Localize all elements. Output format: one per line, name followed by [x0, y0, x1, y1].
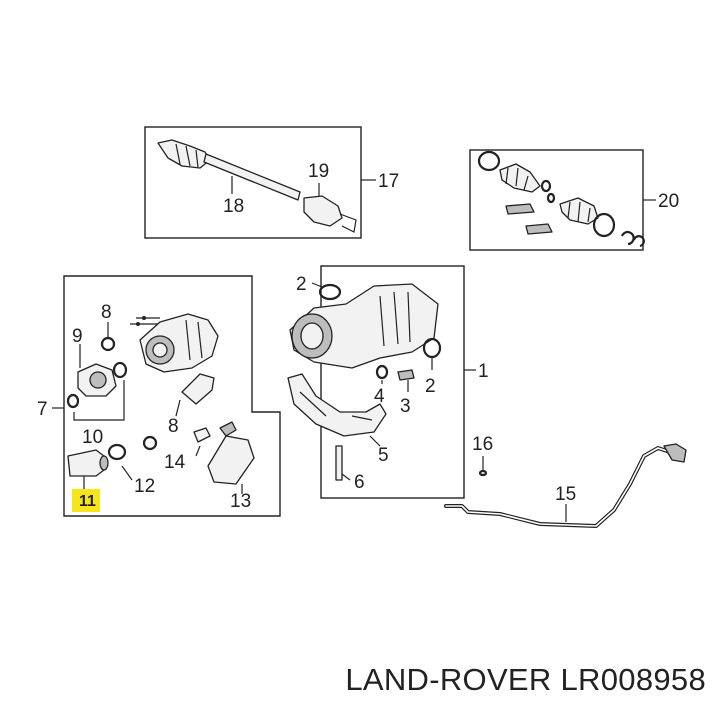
callout-11: 11 — [79, 493, 96, 510]
callout-14: 14 — [164, 452, 186, 473]
boot-kit-group: 20 — [469, 149, 679, 251]
gasket — [181, 373, 215, 405]
callout-17: 17 — [378, 171, 399, 192]
callout-1: 1 — [478, 361, 489, 382]
breather-group: 16 15 — [444, 434, 687, 528]
callout-9: 9 — [72, 326, 83, 347]
callout-11-highlight — [72, 489, 100, 512]
callout-8-top: 8 — [101, 302, 112, 323]
mounting-bracket — [287, 373, 387, 437]
callout-10: 10 — [82, 427, 103, 448]
shaft-bar — [203, 153, 301, 201]
callout-19: 19 — [308, 161, 329, 182]
coupling-assembly-frame — [63, 275, 281, 517]
callout-8-bottom: 8 — [168, 416, 179, 437]
callout-2-top: 2 — [296, 274, 307, 295]
coupling-assembly-group: 7 8 9 10 8 11 — [37, 275, 281, 517]
callout-20: 20 — [658, 191, 679, 212]
plug — [397, 369, 415, 381]
part-number-label: LAND-ROVER LR008958 — [345, 662, 706, 697]
control-module — [207, 435, 255, 485]
halfshaft-frame — [144, 126, 362, 239]
bolt — [335, 445, 343, 481]
sensor — [193, 427, 211, 443]
callout-3: 3 — [400, 396, 411, 417]
boot-kit-frame — [469, 149, 644, 251]
halfshaft-group: 17 18 19 — [144, 126, 399, 239]
clamp-1 — [505, 203, 535, 215]
boot-left — [499, 163, 541, 193]
callout-5: 5 — [378, 445, 389, 466]
cv-joint-right — [303, 195, 343, 227]
callout-6: 6 — [354, 472, 365, 493]
callout-13: 13 — [230, 491, 251, 512]
clamp-2 — [525, 223, 553, 235]
pump — [67, 449, 105, 477]
callout-18: 18 — [223, 196, 244, 217]
cv-joint-left — [157, 139, 211, 169]
callout-4: 4 — [374, 386, 385, 407]
callout-16: 16 — [472, 434, 493, 455]
differential-frame — [320, 265, 465, 499]
callout-12: 12 — [134, 476, 155, 497]
callout-15: 15 — [555, 484, 576, 505]
callout-2-right: 2 — [425, 376, 436, 397]
differential-group: 1 2 2 3 4 5 6 — [287, 265, 489, 499]
callout-7: 7 — [37, 399, 48, 420]
